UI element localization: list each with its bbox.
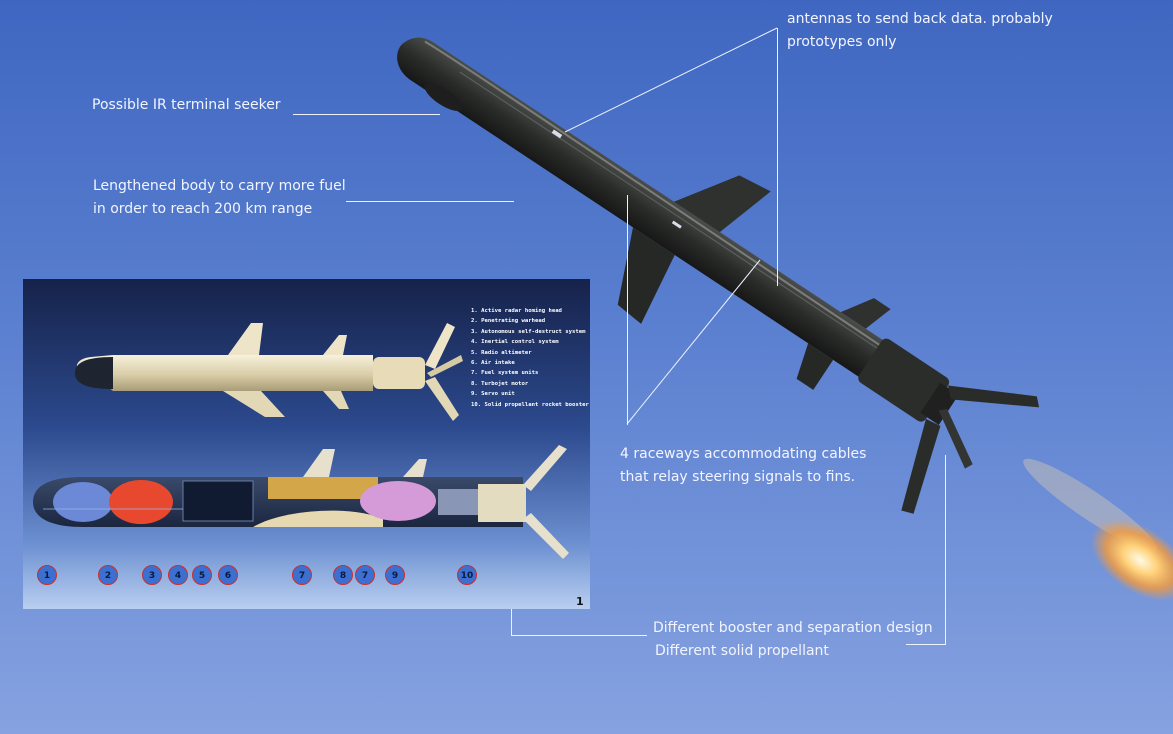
legend-item-6: 6. Air intake <box>471 360 515 367</box>
callout-6: 6 <box>218 565 238 585</box>
rocket-flame <box>1091 519 1173 601</box>
callout-7: 7 <box>292 565 312 585</box>
callout-8: 8 <box>333 565 353 585</box>
callout-9: 9 <box>385 565 405 585</box>
annotation-antennas: antennas to send back data. probably pro… <box>787 8 1053 54</box>
legend-item-10: 10. Solid propellant rocket booster <box>471 401 589 408</box>
leader-raceways-vertical <box>627 195 628 425</box>
legend-item-9: 9. Servo unit <box>471 391 515 398</box>
annotation-booster-line1: Different booster and separation design <box>653 620 933 636</box>
leader-booster-right-horizontal <box>906 644 946 645</box>
callout-3: 3 <box>142 565 162 585</box>
annotation-booster-line2: Different solid propellant <box>655 643 829 659</box>
figure-number: 1 <box>576 595 584 608</box>
legend-item-4: 4. Inertial control system <box>471 339 559 346</box>
annotation-lengthened-body-line2: in order to reach 200 km range <box>93 201 313 217</box>
legend-item-1: 1. Active radar homing head <box>471 308 562 314</box>
leader-booster-right-vertical <box>945 455 946 645</box>
callout-10: 10 <box>457 565 477 585</box>
legend-item-2: 2. Penetrating warhead <box>471 318 546 325</box>
annotation-ir-seeker: Possible IR terminal seeker <box>92 97 281 113</box>
leader-antennas-vertical <box>777 28 778 286</box>
legend-item-8: 8. Turbojet motor <box>471 380 529 387</box>
callout-1: 1 <box>37 565 57 585</box>
annotation-raceways-line2: that relay steering signals to fins. <box>620 469 856 485</box>
missile-cutaway-drawing <box>33 445 569 559</box>
legend-item-5: 5. Radio altimeter <box>471 349 532 356</box>
annotation-raceways-line1: 4 raceways accommodating cables <box>620 446 867 462</box>
legend-item-3: 3. Autonomous self-destruct system <box>471 328 586 335</box>
callout-4: 4 <box>168 565 188 585</box>
callout-2: 2 <box>98 565 118 585</box>
leader-booster-bottom <box>511 635 647 636</box>
legend-item-7: 7. Fuel system units <box>471 370 539 377</box>
annotation-antennas-line1: antennas to send back data. probably <box>787 11 1053 27</box>
annotation-lengthened-body-line1: Lengthened body to carry more fuel <box>93 178 346 194</box>
inset-technical-illustration: 1. Active radar homing head 2. Penetrati… <box>23 279 590 609</box>
missile-exterior-drawing <box>75 323 463 421</box>
missile-body <box>397 37 1040 514</box>
leader-lengthened-body <box>346 201 514 202</box>
inset-drawings <box>33 323 569 559</box>
annotation-lengthened-body: Lengthened body to carry more fuel in or… <box>93 175 346 221</box>
inset-legend: 1. Active radar homing head 2. Penetrati… <box>471 306 589 410</box>
annotation-booster: Different booster and separation design … <box>653 617 933 663</box>
callout-7b: 7 <box>355 565 375 585</box>
annotation-raceways: 4 raceways accommodating cables that rel… <box>620 443 866 489</box>
annotation-antennas-line2: prototypes only <box>787 34 897 50</box>
callout-5: 5 <box>192 565 212 585</box>
leader-ir-seeker <box>293 114 440 115</box>
